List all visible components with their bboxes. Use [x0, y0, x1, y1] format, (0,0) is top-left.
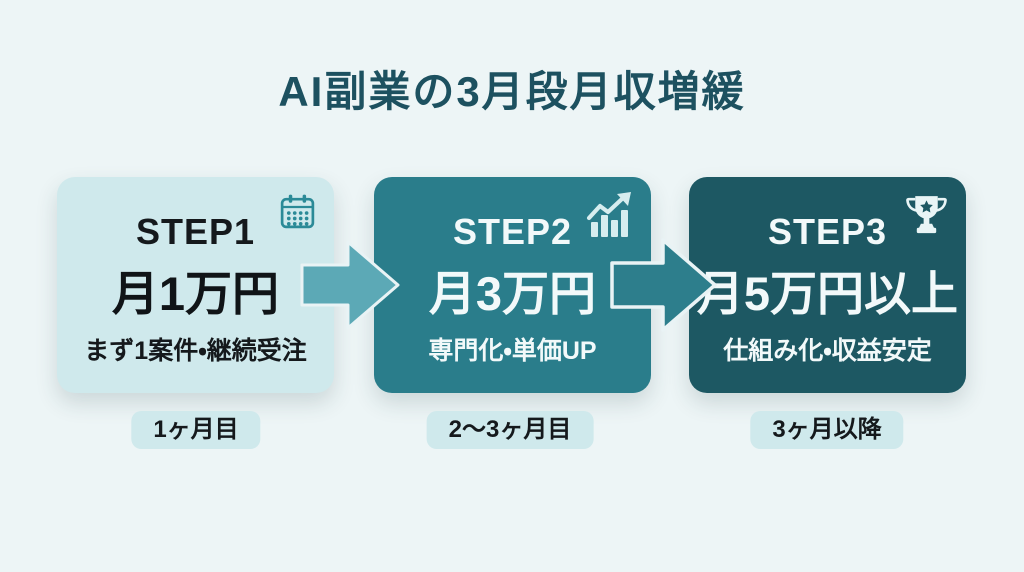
- step1-period-badge: 1ヶ月目: [131, 411, 261, 449]
- page-title: AI副業の3月段月収増緩: [278, 68, 746, 115]
- step3-card: STEP3 月5万円以上 仕組み化・収益安定: [689, 177, 966, 393]
- step2-amount: 月3万円: [428, 267, 597, 320]
- step3-amount: 月5万円以上: [696, 267, 959, 320]
- calendar-icon: [277, 191, 318, 232]
- step3-label: STEP3: [767, 211, 888, 252]
- trend-up-chart-icon: [583, 191, 635, 243]
- step2-period-badge: 2〜3ヶ月目: [426, 411, 594, 449]
- step3-period-badge: 3ヶ月以降: [750, 411, 904, 449]
- step1-card: STEP1 月1万円 まず1案件・継続受注: [57, 177, 334, 393]
- step2-card: STEP2 月3万円 専門化・単価UP: [374, 177, 651, 393]
- step1-description: まず1案件・継続受注: [84, 337, 307, 365]
- step2-description: 専門化・単価UP: [428, 337, 597, 365]
- trophy-icon: [903, 191, 950, 238]
- step3-description: 仕組み化・収益安定: [723, 337, 932, 365]
- step1-amount: 月1万円: [111, 267, 280, 320]
- step2-label: STEP2: [452, 211, 573, 252]
- step1-label: STEP1: [135, 211, 256, 252]
